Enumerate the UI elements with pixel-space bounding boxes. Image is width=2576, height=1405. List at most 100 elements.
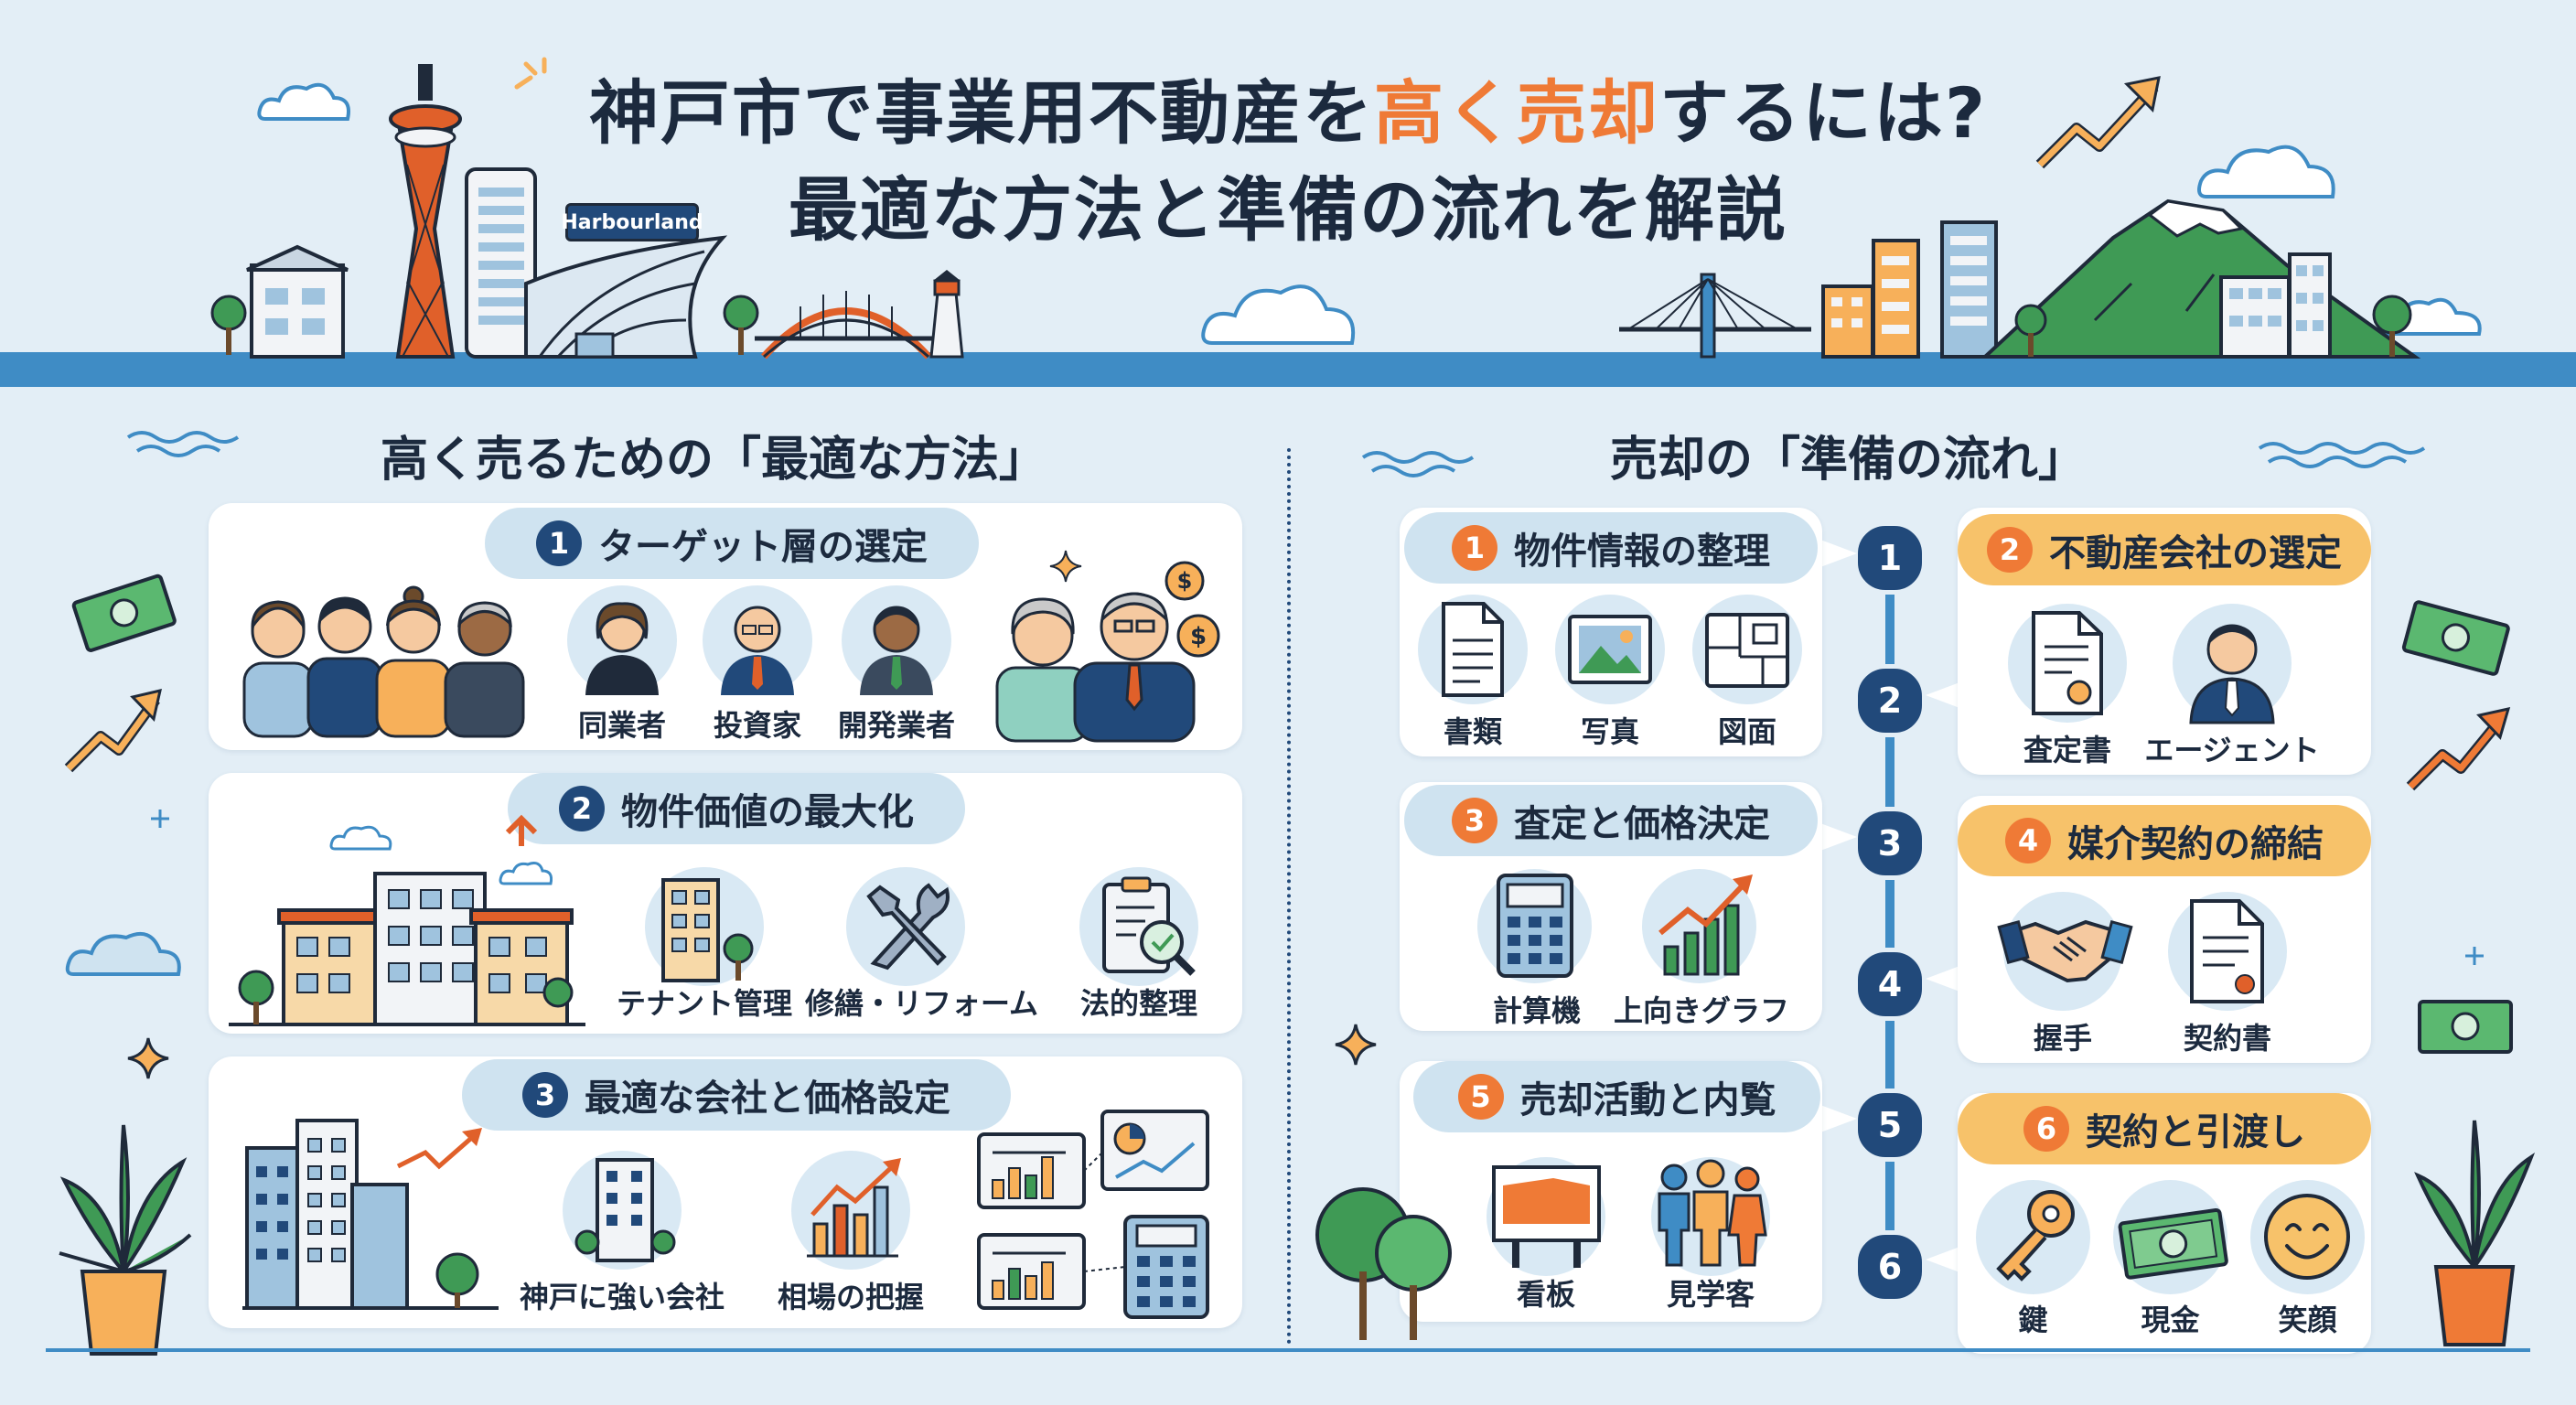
timeline-step-1: 1	[1853, 521, 1927, 595]
method-2-pill: 2 物件価値の最大化	[508, 773, 965, 844]
hotel-icon	[465, 167, 537, 359]
timeline-step-5: 5	[1853, 1089, 1927, 1162]
step-4-label-contract: 契約書	[2183, 1021, 2271, 1056]
building-icon	[1940, 220, 1998, 359]
title-highlight: 高く売却	[1373, 72, 1659, 154]
value-label-repair: 修繕・リフォーム	[805, 986, 1039, 1021]
tenant-building-icon	[661, 878, 754, 982]
timeline-step-6: 6	[1853, 1230, 1927, 1303]
tree-icon	[2014, 304, 2047, 357]
target-label-investor: 投資家	[713, 708, 801, 743]
step-2-label-agent: エージェント	[2144, 733, 2320, 767]
method-3-number: 3	[522, 1072, 568, 1118]
potted-plant-icon	[59, 1124, 192, 1356]
cloud-icon	[65, 932, 181, 976]
cash-icon	[71, 574, 177, 652]
connector-arrow-icon	[1820, 1105, 1857, 1132]
photo-icon	[1568, 615, 1652, 684]
building-icon	[1821, 284, 1874, 359]
method-2-number: 2	[559, 786, 605, 831]
wrench-screwdriver-icon	[866, 883, 950, 971]
sparkle-icon	[2465, 947, 2484, 965]
step-6-number: 6	[2023, 1106, 2069, 1152]
cloud-icon	[2197, 145, 2335, 198]
step-3-number: 3	[1452, 798, 1497, 843]
method-2-title: 物件価値の最大化	[621, 791, 914, 833]
step-5-title: 売却活動と内覧	[1519, 1079, 1776, 1121]
step-1-label-floorplan: 図面	[1717, 714, 1776, 749]
bar-chart-up-icon	[807, 1158, 901, 1258]
analytics-dashboard-icon	[977, 1110, 1209, 1319]
market-label: 相場の把握	[777, 1280, 924, 1314]
method-3-title: 最適な会社と価格設定	[585, 1078, 950, 1120]
signboard-icon	[1492, 1165, 1601, 1268]
property-buildings-icon	[229, 814, 585, 1026]
cloud-icon	[329, 825, 392, 851]
step-6-title: 契約と引渡し	[2086, 1111, 2305, 1153]
step-4-title: 媒介契約の締結	[2067, 823, 2324, 865]
business-people-group-icon	[242, 585, 525, 738]
connector-arrow-icon	[1926, 965, 1962, 992]
target-label-competitor: 同業者	[577, 708, 666, 743]
cloud-icon	[499, 862, 553, 885]
step-3-pill: 3 査定と価格決定	[1404, 785, 1818, 856]
step-1-label-docs: 書類	[1443, 714, 1502, 749]
building-icon	[1872, 239, 1920, 359]
lighthouse-icon	[929, 270, 964, 359]
timeline-step-3: 3	[1853, 807, 1927, 880]
right-section-heading: 売却の「準備の流れ」	[1609, 433, 2086, 488]
connector-arrow-icon	[1820, 540, 1857, 567]
step-5-pill: 5 売却活動と内覧	[1413, 1061, 1820, 1132]
page-title: 神戸市で事業用不動産を高く売却するには?	[0, 57, 2576, 157]
kobe-company-icon	[574, 1158, 676, 1262]
harbourland-sign: Harbourland	[561, 203, 703, 241]
tree-icon	[2372, 295, 2412, 357]
step-5-label-signboard: 看板	[1516, 1277, 1575, 1312]
svg-text:$: $	[1190, 623, 1207, 650]
step-5-number: 5	[1457, 1074, 1504, 1120]
title-line1-start: 神戸市で事業用不動産を	[588, 72, 1374, 154]
cash-icon	[2401, 600, 2510, 676]
document-icon	[1442, 602, 1504, 697]
agent-icon	[2189, 624, 2275, 724]
header-scene: Harbourland	[0, 0, 2576, 387]
cash-icon	[2418, 1000, 2513, 1054]
method-1-title: ターゲット層の選定	[598, 526, 928, 568]
building-icon	[2219, 275, 2291, 359]
step-1-title: 物件情報の整理	[1514, 531, 1770, 573]
floor-plan-icon	[1705, 613, 1789, 688]
connector-arrow-icon	[1926, 681, 1962, 709]
contract-icon	[2190, 899, 2264, 1003]
appraisal-document-icon	[2032, 611, 2103, 715]
connector-arrow-icon	[1926, 1246, 1962, 1273]
tree-group-icon	[1315, 1187, 1452, 1340]
cloud-icon	[1201, 284, 1356, 345]
tree-icon	[210, 295, 247, 355]
trend-up-arrow-icon	[2406, 706, 2511, 791]
cable-bridge-icon	[1619, 273, 1811, 359]
building-icon	[2288, 252, 2332, 359]
senior-couple-icon: $ $	[995, 561, 1220, 743]
trend-up-arrow-icon	[2035, 76, 2161, 169]
step-6-label-smile: 笑顔	[2278, 1303, 2337, 1337]
step-1-number: 1	[1452, 525, 1497, 571]
target-label-developer: 開発業者	[837, 708, 955, 743]
wave-icon	[1361, 451, 1475, 477]
calculator-icon	[1497, 874, 1573, 978]
developer-icon	[860, 606, 933, 695]
sparkle-icon	[514, 57, 547, 90]
connector-arrow-icon	[1820, 823, 1857, 851]
company-label-kobe: 神戸に強い会社	[519, 1280, 724, 1314]
method-3-pill: 3 最適な会社と価格設定	[462, 1059, 1011, 1131]
svg-text:$: $	[1177, 568, 1193, 594]
tree-icon	[723, 295, 759, 355]
businesswoman-icon	[585, 602, 659, 695]
step-1-label-photo: 写真	[1580, 714, 1639, 749]
key-icon	[1996, 1190, 2075, 1282]
step-4-label-handshake: 握手	[2033, 1021, 2092, 1056]
investor-icon	[721, 606, 794, 695]
step-5-label-visitors: 見学客	[1666, 1277, 1755, 1312]
sparkle-icon	[1335, 1024, 1377, 1066]
step-6-label-cash: 現金	[2141, 1303, 2200, 1337]
step-3-label-graph: 上向きグラフ	[1613, 993, 1789, 1028]
